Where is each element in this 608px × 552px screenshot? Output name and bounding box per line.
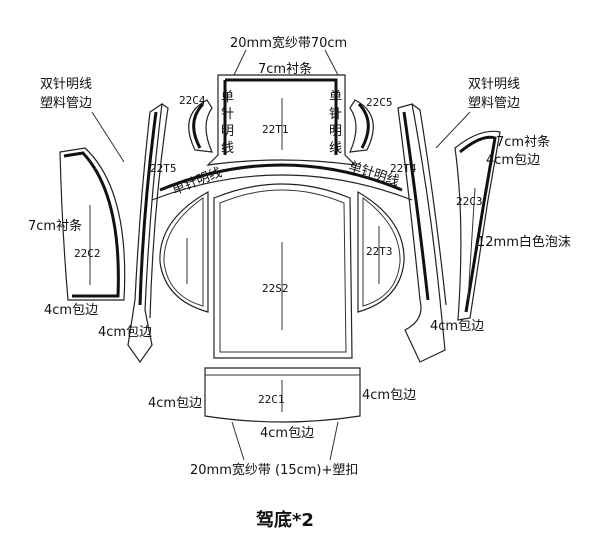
code-22C2: 22C2	[74, 247, 101, 260]
code-22C5: 22C5	[366, 96, 393, 109]
label-double-right-2: 塑料管边	[468, 96, 520, 111]
diagram-title: 驾底*2	[256, 509, 314, 531]
piece-left-inner	[159, 190, 209, 313]
svg-text:单: 单	[221, 90, 234, 105]
piece-22T1: 22T1	[206, 74, 357, 166]
label-single-arc-left: 单针明线	[170, 165, 224, 198]
svg-text:明: 明	[221, 124, 234, 139]
label-bind-bottom-mid: 4cm包边	[260, 426, 314, 441]
label-bind-left-low2: 4cm包边	[98, 325, 152, 340]
leader-double-left	[91, 111, 125, 163]
code-22T4: 22T4	[390, 162, 417, 175]
label-bottom-band: 20mm宽纱带 (15cm)+塑扣	[190, 462, 358, 478]
piece-22T5: 22T5	[127, 102, 177, 364]
svg-text:针: 针	[329, 107, 342, 122]
code-22C3: 22C3	[456, 195, 483, 208]
label-double-left-2: 塑料管边	[40, 96, 92, 111]
piece-22C5: 22C5	[349, 96, 393, 153]
leader-bottom-band	[231, 421, 339, 461]
label-bind-right-top: 4cm包边	[486, 153, 540, 168]
label-double-right-1: 双针明线	[468, 77, 520, 92]
svg-text:明: 明	[329, 124, 342, 139]
arc-double-stitch	[159, 163, 403, 192]
svg-text:线: 线	[329, 141, 342, 156]
piece-22T4: 22T4	[390, 103, 447, 363]
piece-22C4: 22C4	[179, 94, 213, 153]
code-22T1: 22T1	[262, 123, 289, 136]
label-single-left: 单 针 明 线	[221, 90, 234, 156]
code-22C1: 22C1	[258, 393, 285, 406]
label-bind-right-low: 4cm包边	[430, 319, 484, 334]
label-top-strip: 7cm衬条	[258, 61, 312, 77]
label-strip-left: 7cm衬条	[28, 218, 82, 234]
label-top-band: 20mm宽纱带70cm	[230, 35, 347, 51]
arc-outline	[151, 174, 413, 201]
code-22C4: 22C4	[179, 94, 206, 107]
svg-text:针: 针	[221, 107, 234, 122]
piece-22S2: 22S2	[213, 183, 353, 359]
code-22T5: 22T5	[150, 162, 177, 175]
piece-22C2: 22C2	[59, 147, 126, 301]
label-bind-bottom-left: 4cm包边	[148, 396, 202, 411]
code-22S2: 22S2	[262, 282, 289, 295]
svg-text:线: 线	[221, 141, 234, 156]
label-bind-bottom-right: 4cm包边	[362, 388, 416, 403]
label-bind-left-low: 4cm包边	[44, 303, 98, 318]
piece-22C3: 22C3	[454, 130, 501, 321]
label-strip-right: 7cm衬条	[496, 134, 550, 150]
code-22T3: 22T3	[366, 245, 393, 258]
label-double-left-1: 双针明线	[40, 77, 92, 92]
label-foam: 12mm白色泡沫	[477, 234, 571, 250]
leader-top-band	[233, 49, 339, 76]
label-single-right: 单 针 明 线	[329, 90, 342, 156]
piece-22C1: 22C1	[204, 367, 361, 423]
svg-text:单: 单	[329, 90, 342, 105]
leader-double-right	[435, 111, 471, 149]
piece-22T3: 22T3	[357, 190, 405, 313]
